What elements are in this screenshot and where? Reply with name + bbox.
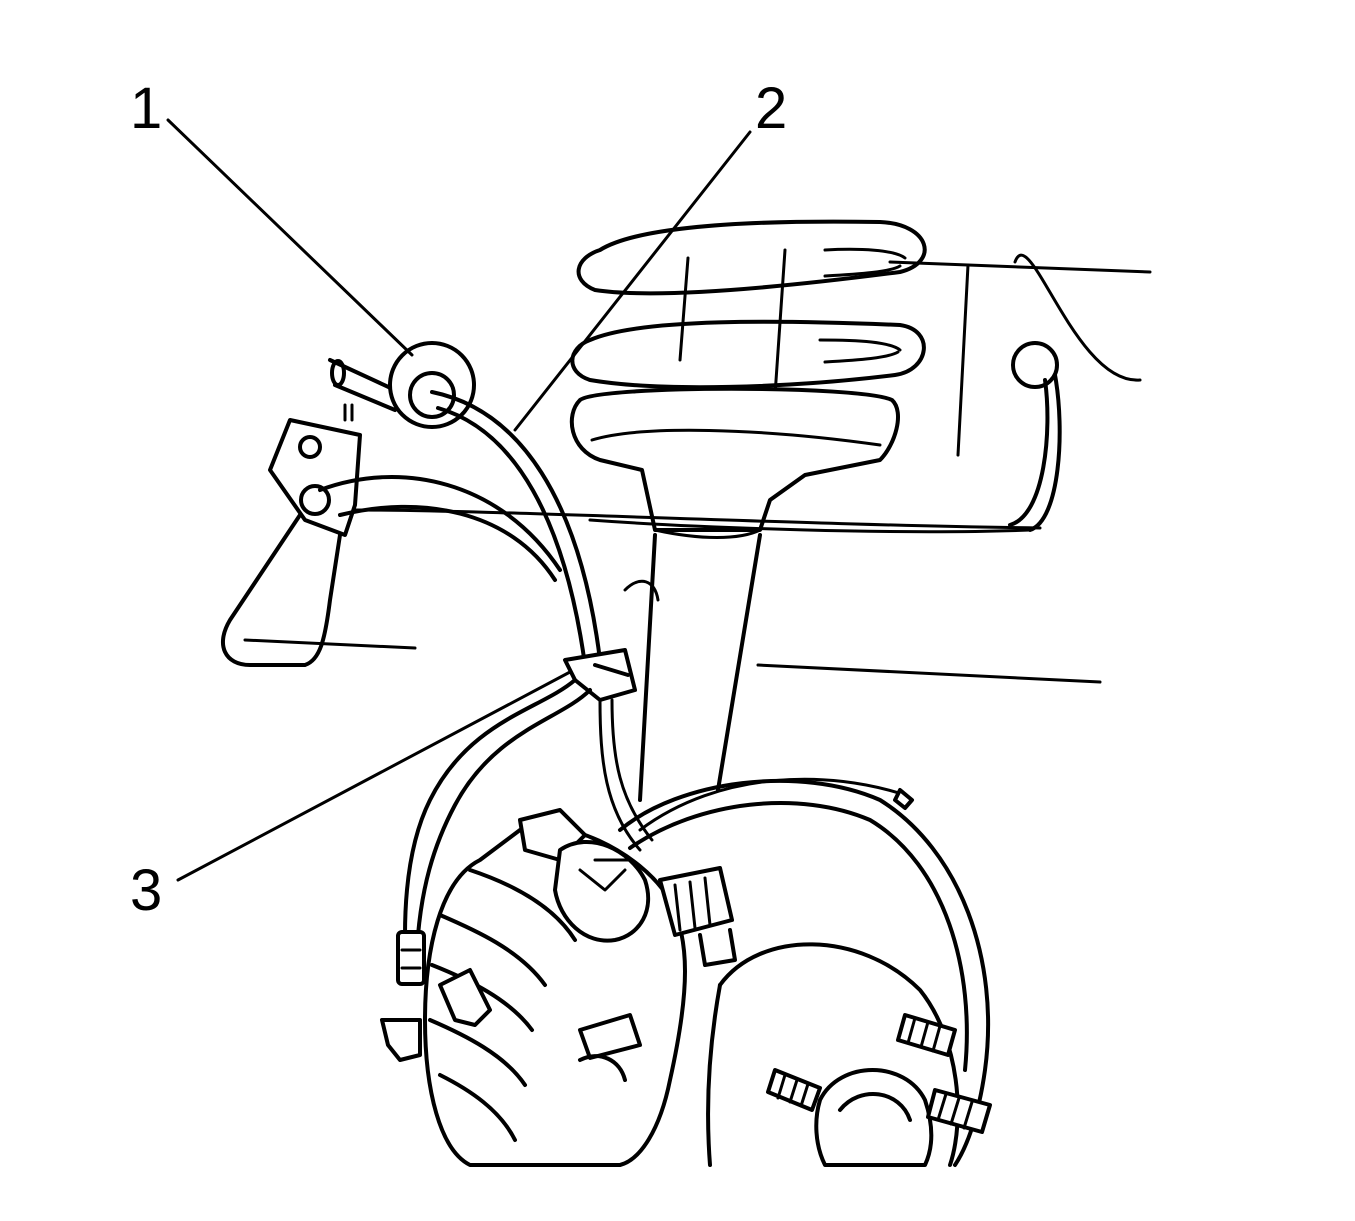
brake-rotor: [618, 777, 992, 1167]
wheel-speed-sensor-connector: [658, 866, 737, 967]
callout-3: 3: [130, 670, 572, 923]
brake-caliper: [423, 808, 687, 1167]
knuckle-bracket: [220, 358, 417, 667]
strut-assembly: [569, 386, 900, 802]
callout-2: 2: [513, 76, 787, 432]
coil-spring: [570, 219, 970, 457]
callout-label-2: 2: [755, 76, 787, 141]
callout-1: 1: [130, 76, 414, 357]
hose-grommet: [388, 341, 476, 429]
callout-label-1: 1: [130, 76, 162, 141]
callout-label-3: 3: [130, 858, 162, 923]
brake-hose: [380, 678, 592, 1062]
stabilizer-bar: [318, 253, 1152, 684]
wheel-speed-sensor-wire: [430, 390, 654, 852]
brake-hose-bracket: [563, 648, 637, 702]
